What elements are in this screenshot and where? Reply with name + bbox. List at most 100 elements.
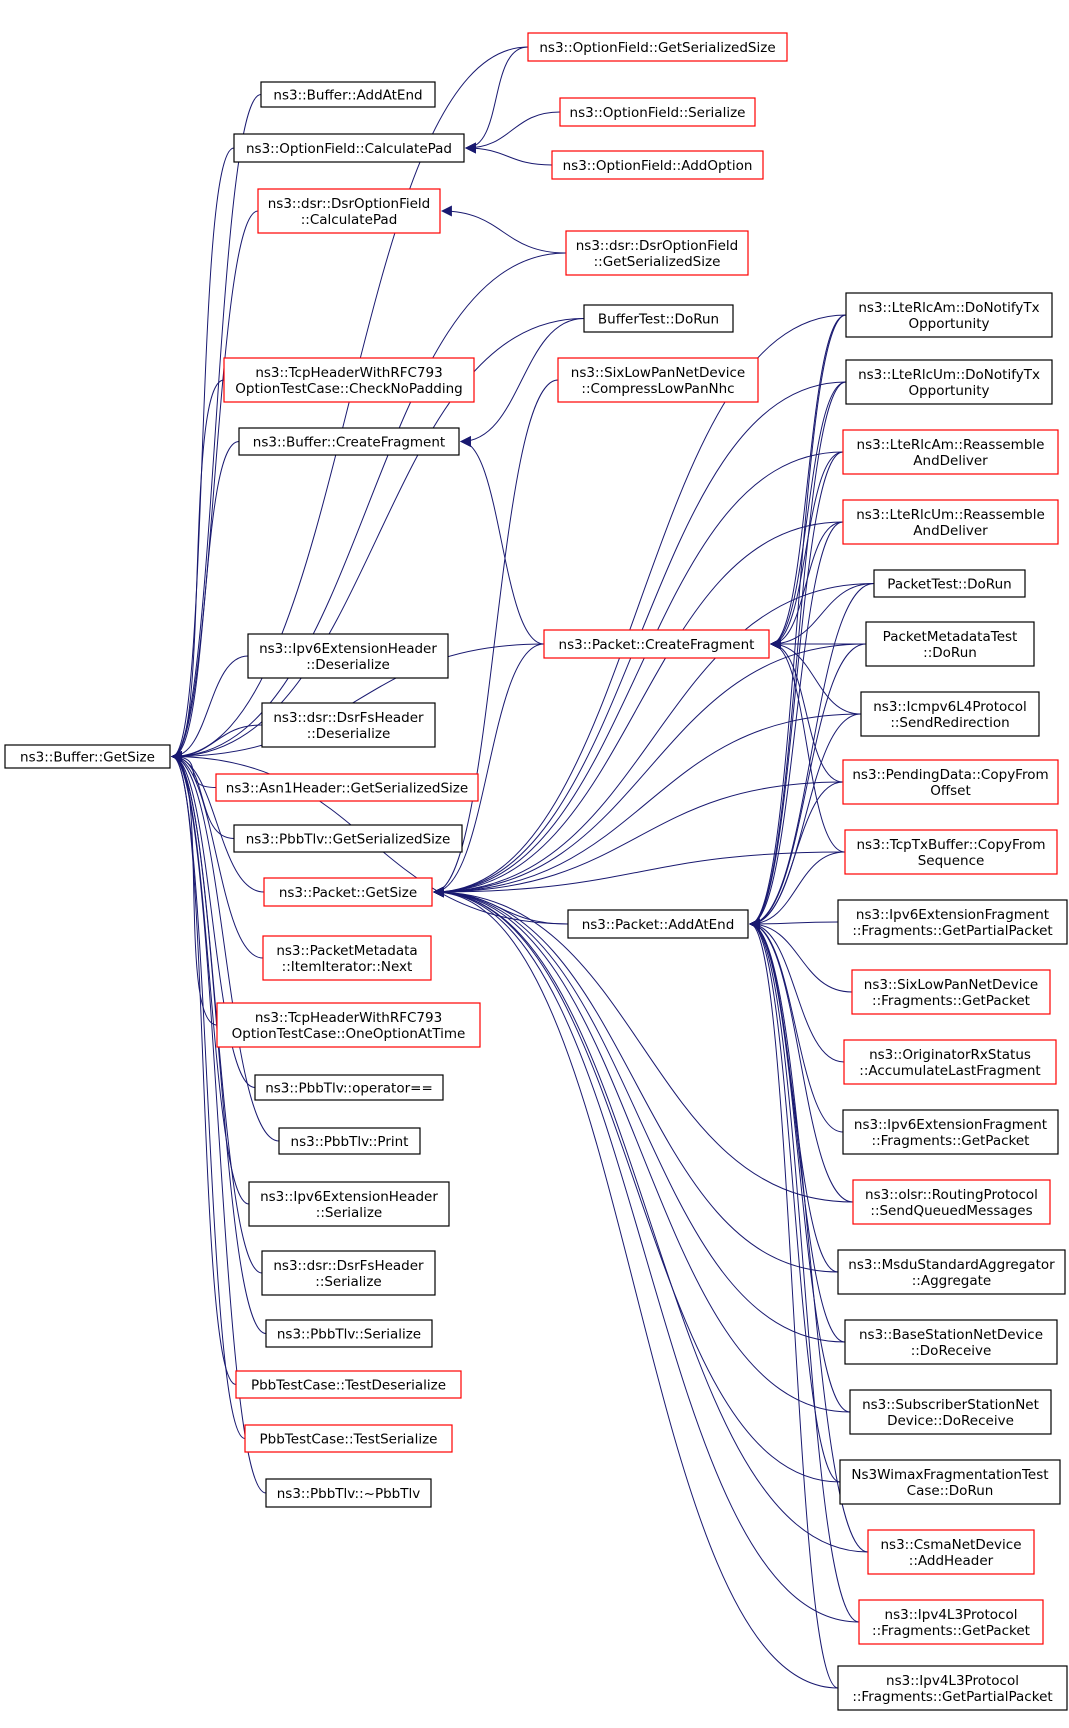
node-buffertest-dorun[interactable]: BufferTest::DoRun bbox=[583, 304, 734, 333]
node-label: ::Fragments::GetPartialPacket bbox=[852, 1689, 1052, 1705]
node-box bbox=[262, 935, 432, 981]
node-ns3-asn1header-getserializedsize[interactable]: ns3::Asn1Header::GetSerializedSize bbox=[215, 773, 479, 802]
node-box bbox=[233, 824, 463, 853]
node-ns3-sixlowpannetdevice-fragments-getpacket[interactable]: ns3::SixLowPanNetDevice::Fragments::GetP… bbox=[851, 969, 1051, 1015]
node-box bbox=[842, 429, 1059, 475]
node-box bbox=[261, 702, 436, 748]
node-ns3-sixlowpannetdevice-compresslowpannhc[interactable]: ns3::SixLowPanNetDevice::CompressLowPanN… bbox=[557, 357, 759, 403]
node-ns3-dsr-dsrfsheader-serialize[interactable]: ns3::dsr::DsrFsHeader::Serialize bbox=[261, 1250, 436, 1296]
edge-n38-to-n26 bbox=[432, 886, 839, 1273]
node-label: ns3::MsduStandardAggregator bbox=[848, 1257, 1055, 1273]
node-label: OptionTestCase::OneOptionAtTime bbox=[232, 1026, 466, 1042]
node-ns3-basestationnetdevice-doreceive[interactable]: ns3::BaseStationNetDevice::DoReceive bbox=[844, 1319, 1058, 1365]
node-label: ns3::SixLowPanNetDevice bbox=[571, 365, 745, 381]
node-label: ns3::Packet::CreateFragment bbox=[559, 637, 755, 653]
node-box bbox=[849, 1389, 1052, 1435]
node-ns3-dsr-dsrfsheader-deserialize[interactable]: ns3::dsr::DsrFsHeader::Deserialize bbox=[261, 702, 436, 748]
node-ns3-optionfield-calculatepad[interactable]: ns3::OptionField::CalculatePad bbox=[233, 133, 465, 163]
node-pbbtestcase-testserialize[interactable]: PbbTestCase::TestSerialize bbox=[244, 1424, 453, 1453]
node-label: ns3::Icmpv6L4Protocol bbox=[873, 699, 1027, 715]
node-ns3-tcpheaderwithrfc793-optiontestcase-checknopadding[interactable]: ns3::TcpHeaderWithRFC793OptionTestCase::… bbox=[223, 357, 475, 403]
node-ns3-ipv6extensionfragment-fragments-getpartialpacket[interactable]: ns3::Ipv6ExtensionFragment::Fragments::G… bbox=[837, 899, 1068, 945]
node-ns3-ipv4l3protocol-fragments-getpartialpacket[interactable]: ns3::Ipv4L3Protocol::Fragments::GetParti… bbox=[837, 1665, 1068, 1711]
node-label: ns3::BaseStationNetDevice bbox=[859, 1327, 1043, 1343]
node-label: ns3::Ipv6ExtensionHeader bbox=[260, 1189, 438, 1205]
node-box bbox=[837, 899, 1068, 945]
node-box bbox=[247, 633, 449, 679]
node-label: ::SendQueuedMessages bbox=[870, 1203, 1032, 1219]
node-box bbox=[265, 1319, 433, 1348]
node-packettest-dorun[interactable]: PacketTest::DoRun bbox=[873, 569, 1026, 598]
node-ns3-ipv6extensionheader-deserialize[interactable]: ns3::Ipv6ExtensionHeader::Deserialize bbox=[247, 633, 449, 679]
node-ns3-msdustandardaggregator-aggregate[interactable]: ns3::MsduStandardAggregator::Aggregate bbox=[837, 1249, 1066, 1295]
edge-n9-to-n13 bbox=[459, 318, 585, 447]
node-ns3-buffer-createfragment[interactable]: ns3::Buffer::CreateFragment bbox=[238, 427, 460, 456]
node-label: ::CalculatePad bbox=[301, 212, 398, 228]
node-ns3-optionfield-getserializedsize[interactable]: ns3::OptionField::GetSerializedSize bbox=[527, 32, 788, 62]
node-ns3-pbbtlv-print[interactable]: ns3::PbbTlv::Print bbox=[278, 1127, 421, 1155]
node-ns3-packetmetadata-itemiterator-next[interactable]: ns3::PacketMetadata::ItemIterator::Next bbox=[262, 935, 432, 981]
node-ns3-packet-getsize[interactable]: ns3::Packet::GetSize bbox=[263, 877, 433, 907]
node-label: ns3::OptionField::CalculatePad bbox=[246, 141, 452, 157]
node-ns3-subscriberstationnet-device-doreceive[interactable]: ns3::SubscriberStationNetDevice::DoRecei… bbox=[849, 1389, 1052, 1435]
node-ns3-ipv4l3protocol-fragments-getpacket[interactable]: ns3::Ipv4L3Protocol::Fragments::GetPacke… bbox=[858, 1599, 1044, 1645]
node-label: ns3::PbbTlv::~PbbTlv bbox=[277, 1486, 420, 1502]
node-label: PbbTestCase::TestDeserialize bbox=[251, 1378, 446, 1394]
node-packetmetadatatest-dorun[interactable]: PacketMetadataTest::DoRun bbox=[865, 621, 1035, 667]
node-ns3-pbbtlv-getserializedsize[interactable]: ns3::PbbTlv::GetSerializedSize bbox=[233, 824, 463, 853]
node-ns3-dsr-dsroptionfield-calculatepad[interactable]: ns3::dsr::DsrOptionField::CalculatePad bbox=[257, 188, 441, 234]
edge-n36-to-n26 bbox=[432, 886, 854, 1203]
node-label: ns3::LteRlcUm::Reassemble bbox=[856, 507, 1045, 523]
edge-n15-to-n28 bbox=[748, 521, 844, 930]
node-ns3-originatorrxstatus-accumulatelastfragment[interactable]: ns3::OriginatorRxStatus::AccumulateLastF… bbox=[843, 1039, 1057, 1085]
node-box bbox=[233, 133, 465, 163]
node-box bbox=[527, 32, 788, 62]
node-ns3-buffer-addatend[interactable]: ns3::Buffer::AddAtEnd bbox=[260, 81, 436, 108]
node-label: ns3::Ipv4L3Protocol bbox=[885, 1607, 1018, 1623]
node-label: ns3::LteRlcAm::Reassemble bbox=[857, 437, 1045, 453]
node-box bbox=[565, 230, 749, 276]
node-label: ::Serialize bbox=[315, 1274, 381, 1290]
node-ns3-ipv6extensionfragment-fragments-getpacket[interactable]: ns3::Ipv6ExtensionFragment::Fragments::G… bbox=[842, 1109, 1059, 1155]
edge-n35-to-root bbox=[170, 751, 280, 1142]
node-box bbox=[543, 629, 770, 659]
node-label: PbbTestCase::TestSerialize bbox=[260, 1432, 438, 1448]
node-ns3-pbbtlv-pbbtlv[interactable]: ns3::PbbTlv::~PbbTlv bbox=[265, 1478, 432, 1508]
node-ns3-pbbtlv-serialize[interactable]: ns3::PbbTlv::Serialize bbox=[265, 1319, 433, 1348]
node-box bbox=[238, 427, 460, 456]
node-ns3-csmanetdevice-addheader[interactable]: ns3::CsmaNetDevice::AddHeader bbox=[867, 1529, 1035, 1575]
edge-n14-to-n17 bbox=[769, 451, 844, 650]
edge-n1-to-n4 bbox=[464, 46, 529, 154]
edge-n30-to-n28 bbox=[748, 918, 853, 993]
node-ns3-optionfield-addoption[interactable]: ns3::OptionField::AddOption bbox=[551, 150, 764, 180]
edge-n18-to-n26 bbox=[432, 643, 867, 898]
node-label: Device::DoReceive bbox=[887, 1413, 1014, 1429]
node-ns3-packet-addatend[interactable]: ns3::Packet::AddAtEnd bbox=[567, 909, 749, 939]
node-ns3-pbbtlv-operator[interactable]: ns3::PbbTlv::operator== bbox=[254, 1074, 444, 1101]
node-box bbox=[559, 97, 756, 127]
node-ns3-packet-createfragment[interactable]: ns3::Packet::CreateFragment bbox=[543, 629, 770, 659]
node-box bbox=[567, 909, 749, 939]
node-ns3-ipv6extensionheader-serialize[interactable]: ns3::Ipv6ExtensionHeader::Serialize bbox=[248, 1181, 450, 1227]
node-label: ns3::dsr::DsrOptionField bbox=[576, 238, 738, 254]
node-box bbox=[842, 1109, 1059, 1155]
edge-n25-to-n28 bbox=[748, 851, 846, 930]
node-ns3-tcpheaderwithrfc793-optiontestcase-oneoptionattime[interactable]: ns3::TcpHeaderWithRFC793OptionTestCase::… bbox=[216, 1002, 481, 1048]
node-ns3-olsr-routingprotocol-sendqueuedmessages[interactable]: ns3::olsr::RoutingProtocol::SendQueuedMe… bbox=[852, 1179, 1051, 1225]
node-ns3-buffer-getsize[interactable]: ns3::Buffer::GetSize bbox=[4, 744, 171, 769]
node-pbbtestcase-testdeserialize[interactable]: PbbTestCase::TestDeserialize bbox=[235, 1370, 462, 1399]
node-box bbox=[873, 569, 1026, 598]
node-ns3-icmpv6l4protocol-sendredirection[interactable]: ns3::Icmpv6L4Protocol::SendRedirection bbox=[860, 691, 1040, 737]
node-ns3-optionfield-serialize[interactable]: ns3::OptionField::Serialize bbox=[559, 97, 756, 127]
node-label: ::Fragments::GetPacket bbox=[872, 993, 1030, 1009]
node-box bbox=[551, 150, 764, 180]
node-ns3-dsr-dsroptionfield-getserializedsize[interactable]: ns3::dsr::DsrOptionField::GetSerializedS… bbox=[565, 230, 749, 276]
